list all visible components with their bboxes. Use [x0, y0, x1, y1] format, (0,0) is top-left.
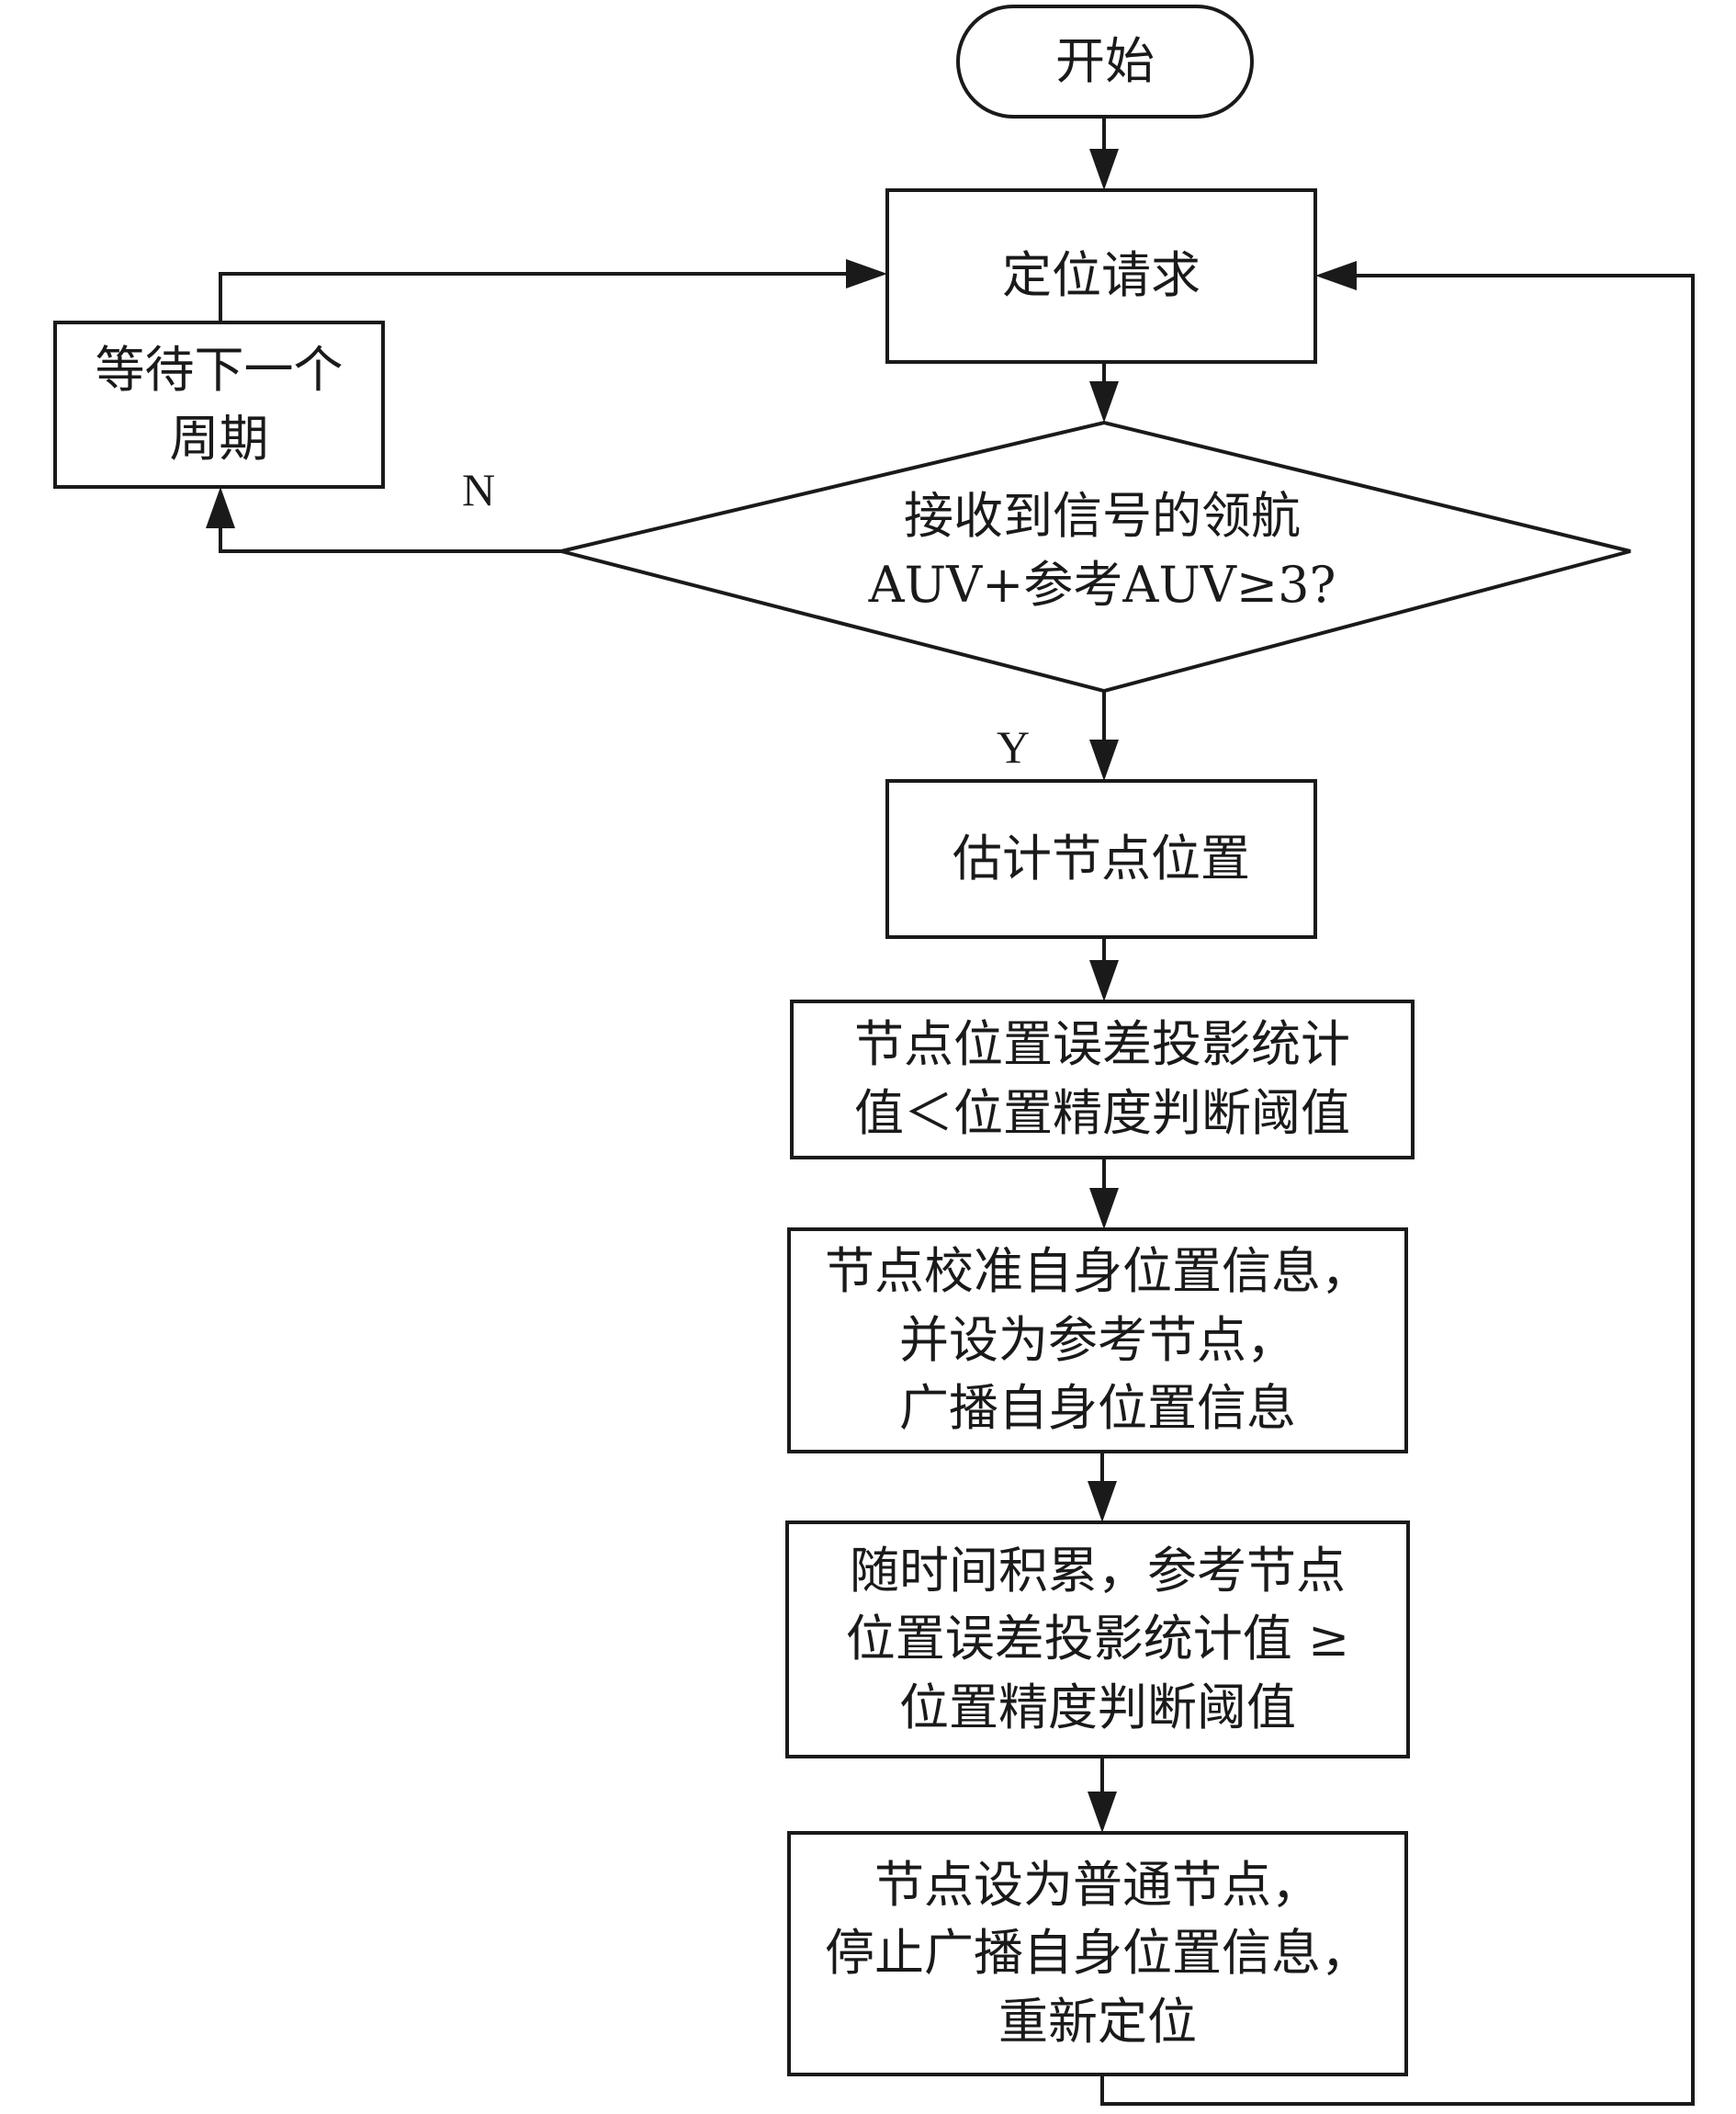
decision-text-line-1: 接收到信号的领航 — [904, 487, 1301, 546]
arrowhead-calibrate-accumulate — [1088, 1481, 1117, 1522]
request-box — [885, 188, 1317, 364]
check-box — [790, 1000, 1415, 1159]
arrowhead-estimate-check — [1089, 960, 1119, 1001]
arrowhead-normal-request-loop — [1315, 261, 1357, 290]
wait-text-line-2: 周期 — [169, 409, 269, 468]
calibrate-text-line-1: 节点校准自身位置信息， — [825, 1242, 1370, 1301]
arrowhead-wait-request — [846, 259, 887, 288]
start-text: 开始 — [1055, 31, 1155, 90]
accumulate-box — [785, 1520, 1410, 1758]
wait-label: 等待下一个 周期 — [55, 322, 383, 487]
edge-wait-request — [219, 272, 855, 322]
edge-decision-wait — [219, 519, 561, 553]
edge-normal-request-loop — [1100, 274, 1695, 2106]
arrowhead-start-request — [1089, 149, 1119, 190]
decision-diamond — [560, 420, 1631, 694]
accumulate-text-line-1: 随时间积累，参考节点 — [850, 1541, 1346, 1600]
check-label: 节点位置误差投影统计 值＜位置精度判断阈值 — [792, 1001, 1413, 1158]
arrowhead-accumulate-normal — [1088, 1792, 1117, 1833]
normal-text-line-1: 节点设为普通节点， — [874, 1855, 1321, 1914]
decision-text-line-2: AUV+参考AUV≥3? — [868, 556, 1336, 614]
estimate-box — [885, 779, 1317, 939]
start-label: 开始 — [958, 6, 1252, 117]
normal-label: 节点设为普通节点， 停止广播自身位置信息， 重新定位 — [789, 1833, 1406, 2074]
estimate-label: 估计节点位置 — [887, 781, 1315, 937]
normal-text-line-3: 重新定位 — [998, 1992, 1197, 2051]
calibrate-text-line-2: 并设为参考节点， — [899, 1310, 1296, 1369]
accumulate-text-line-3: 位置精度判断阈值 — [899, 1678, 1296, 1736]
request-label: 定位请求 — [887, 190, 1315, 362]
accumulate-label: 随时间积累，参考节点 位置误差投影统计值 ≥ 位置精度判断阈值 — [787, 1522, 1408, 1757]
check-text-line-1: 节点位置误差投影统计 — [854, 1015, 1350, 1074]
normal-text-line-2: 停止广播自身位置信息， — [825, 1924, 1370, 1983]
estimate-text: 估计节点位置 — [953, 829, 1250, 887]
wait-text-line-1: 等待下一个 — [95, 340, 344, 399]
accumulate-text-line-2: 位置误差投影统计值 ≥ — [845, 1610, 1350, 1668]
arrowhead-decision-wait — [206, 487, 235, 528]
check-text-line-2: 值＜位置精度判断阈值 — [854, 1084, 1350, 1142]
decision-label: 接收到信号的领航 AUV+参考AUV≥3? — [808, 478, 1396, 625]
edge-label-yes: Y — [997, 721, 1031, 773]
normal-box — [787, 1831, 1408, 2076]
arrowhead-request-decision — [1089, 381, 1119, 423]
arrowhead-check-calibrate — [1089, 1188, 1119, 1229]
calibrate-label: 节点校准自身位置信息， 并设为参考节点， 广播自身位置信息 — [789, 1229, 1406, 1452]
request-text: 定位请求 — [1002, 246, 1201, 305]
calibrate-box — [787, 1227, 1408, 1453]
calibrate-text-line-3: 广播自身位置信息 — [899, 1379, 1296, 1438]
arrowhead-decision-estimate — [1089, 740, 1119, 781]
edge-label-no: N — [462, 464, 496, 515]
